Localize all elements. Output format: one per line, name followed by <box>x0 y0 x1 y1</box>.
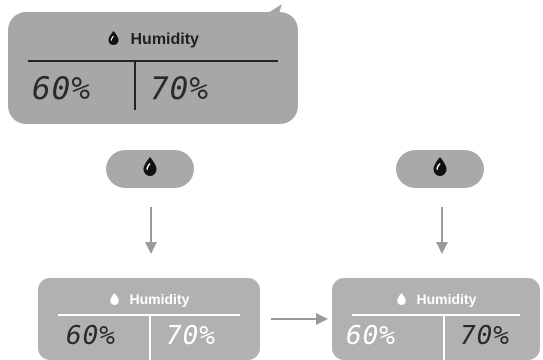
step-panel-2-divider-horizontal <box>352 314 520 316</box>
droplet-icon <box>142 156 159 183</box>
humidity-step-panel-1: Humidity 60% 70% <box>38 278 260 360</box>
step-panel-1-label: Humidity <box>129 291 190 307</box>
main-panel-left-value: 60% <box>32 71 91 107</box>
humidity-step-panel-2: Humidity 60% 70% <box>332 278 540 360</box>
flow-line-left <box>150 207 152 244</box>
main-panel-divider-vertical <box>134 62 136 110</box>
droplet-icon <box>107 30 120 51</box>
step-panel-2-right-value: 70% <box>460 321 510 351</box>
droplet-icon <box>432 156 449 183</box>
humidity-main-panel: Humidity 60% 70% <box>8 4 298 124</box>
step-panel-1-divider-horizontal <box>58 314 240 316</box>
step-panel-1-divider-vertical <box>149 316 151 360</box>
step-panel-2-left-value: 60% <box>346 321 396 351</box>
main-panel-label: Humidity <box>130 31 199 48</box>
humidity-button-right[interactable] <box>396 150 484 188</box>
droplet-icon <box>396 292 407 309</box>
step-panel-2-label: Humidity <box>416 291 477 307</box>
step-panel-1-right-value: 70% <box>166 321 216 351</box>
main-panel-divider-horizontal <box>28 60 278 62</box>
humidity-button-left[interactable] <box>106 150 194 188</box>
flow-line-horizontal <box>271 318 317 320</box>
arrow-head-right <box>436 242 448 254</box>
main-panel-right-value: 70% <box>150 71 209 107</box>
main-panel-header: Humidity <box>8 30 298 51</box>
step-panel-1-header: Humidity <box>38 291 260 309</box>
arrow-head-left <box>145 242 157 254</box>
step-panel-2-divider-vertical <box>443 316 445 360</box>
flow-line-right <box>441 207 443 244</box>
step-panel-1-left-value: 60% <box>66 321 116 351</box>
step-panel-2-header: Humidity <box>332 291 540 309</box>
arrow-head-rightward <box>316 313 328 325</box>
droplet-icon <box>109 292 120 309</box>
